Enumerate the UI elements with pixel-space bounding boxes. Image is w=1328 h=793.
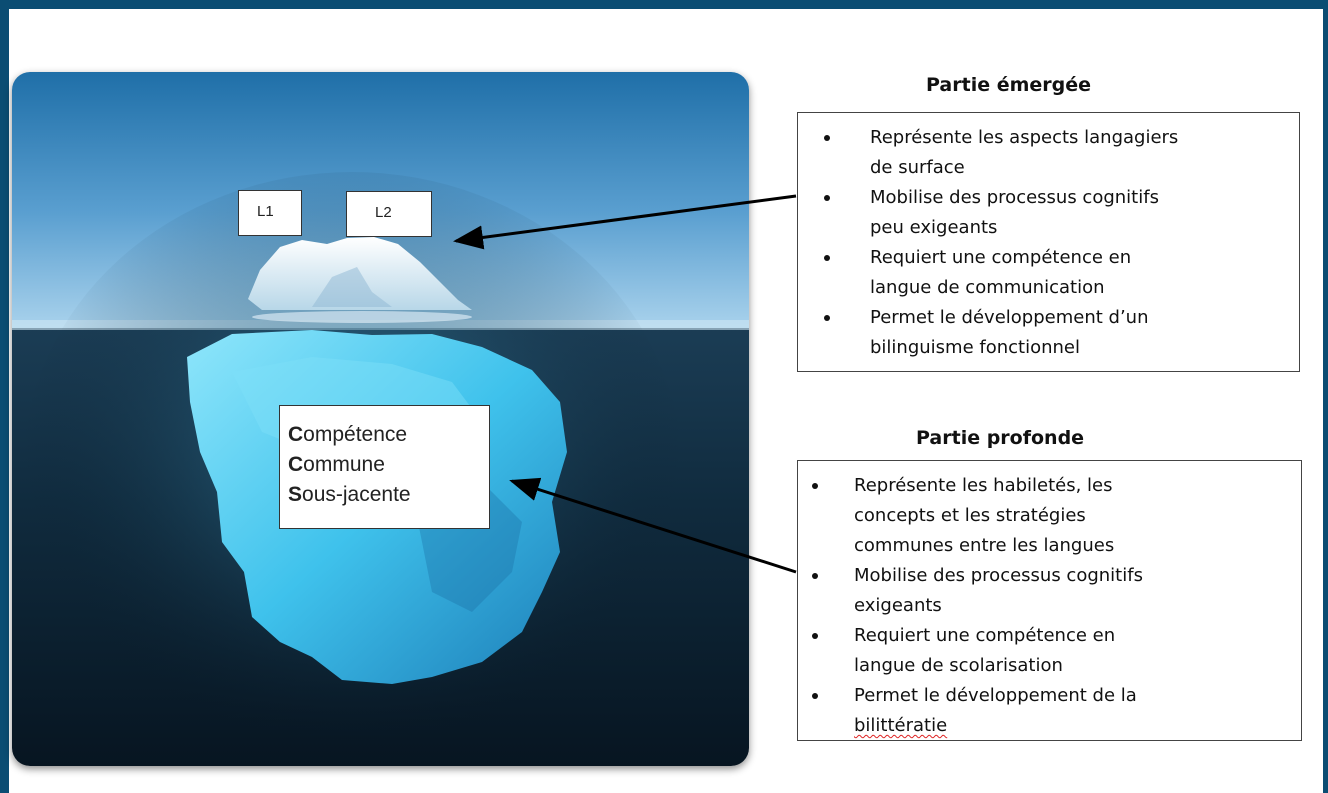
profonde-title: Partie profonde — [916, 427, 1085, 449]
ccs-line-sous-jacente: Sous-jacente — [288, 483, 411, 506]
emergee-title: Partie émergée — [926, 74, 1092, 96]
arrow-to-ccs — [509, 477, 797, 574]
frame-right-border — [1323, 0, 1328, 793]
ccs-line-competence: Compétence — [288, 423, 408, 446]
arrow-to-tip — [453, 194, 797, 250]
ccs-label-box: Compétence Commune Sous-jacente — [279, 405, 490, 529]
frame-top-border — [0, 0, 1328, 9]
iceberg-image — [12, 72, 749, 766]
label-l2: L2 — [346, 191, 432, 237]
frame-left-border — [0, 0, 9, 793]
ccs-line-commune: Commune — [288, 453, 385, 476]
label-l1: L1 — [238, 190, 302, 236]
